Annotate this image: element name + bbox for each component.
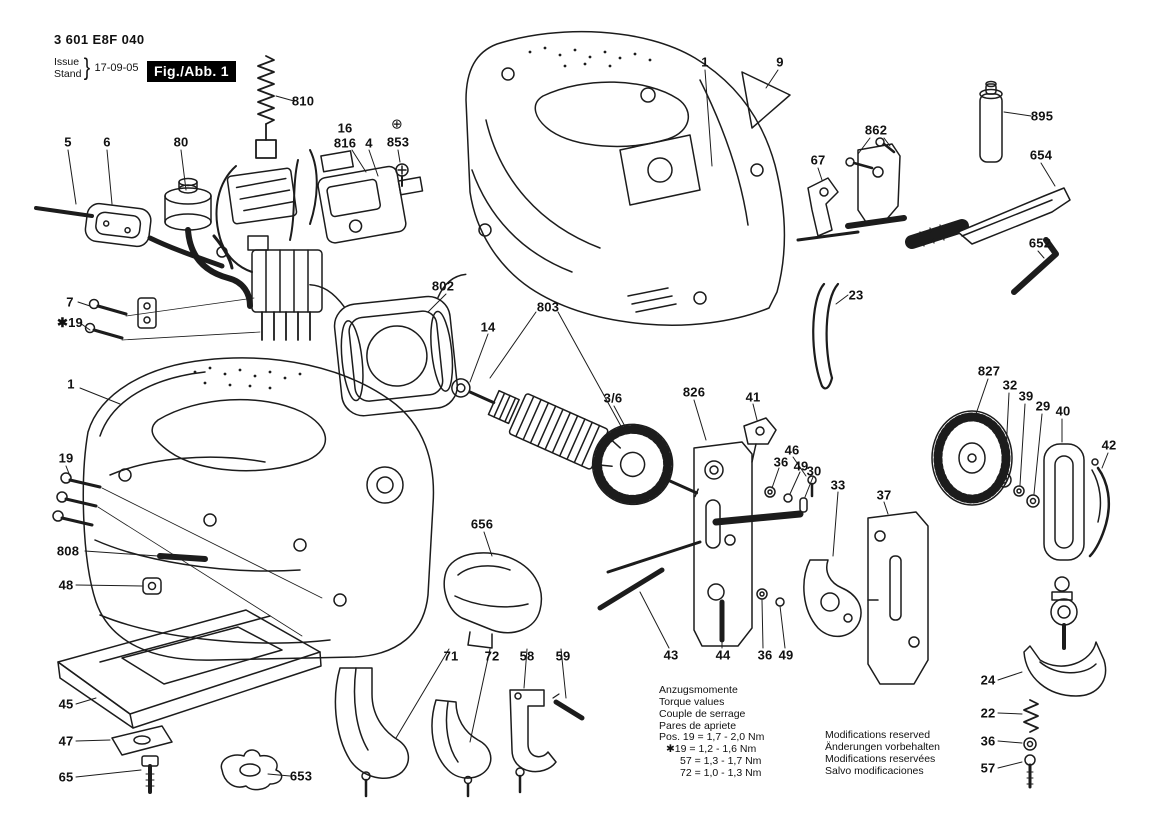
switch-4-816-drawing [317, 150, 424, 244]
knob-653-drawing [220, 749, 283, 791]
bracket-862-drawing [845, 137, 907, 229]
knob-80-drawing [164, 177, 212, 231]
issue-date: 17-09-05 [94, 61, 139, 74]
screw-57-drawing [1024, 754, 1036, 789]
roller-assembly-drawing [1050, 576, 1078, 650]
housing-right-drawing [465, 30, 786, 326]
torque-header-line: Pares de apriete [659, 719, 737, 732]
issue-label: Issue [54, 55, 80, 68]
washer-36-right-drawing [1023, 737, 1037, 751]
electronics-module-drawing [226, 167, 298, 225]
tubes-drawing [147, 227, 253, 309]
spring-22-drawing [1023, 699, 1039, 733]
torque-header-line: Anzugsmomente [659, 684, 738, 696]
lever-67-drawing [796, 177, 860, 242]
tool-654-drawing [905, 187, 1071, 249]
allen-key-652-drawing [1011, 237, 1059, 295]
gear-827-drawing [931, 410, 1013, 506]
spring-810-drawing [255, 55, 277, 159]
grommet-48-drawing [142, 577, 162, 595]
assembly-axis-lines [97, 297, 323, 637]
housing-speckles-right [528, 46, 652, 68]
modifications-line: Salvo modificaciones [825, 764, 924, 777]
rod-5-drawing [34, 206, 94, 218]
plate-47-drawing [111, 725, 173, 756]
washers-pins-826-drawing [597, 475, 817, 643]
torque-header-line: Couple de serrage [659, 707, 746, 720]
ground-screw-853-drawing [395, 163, 409, 187]
grease-tube-895-drawing [979, 80, 1003, 163]
counterweight-33-drawing [803, 559, 862, 638]
brush-holder-drawing [247, 235, 323, 341]
grip-6-drawing [84, 202, 152, 248]
brace-glyph: } [84, 54, 91, 81]
housing-left-drawing [82, 357, 435, 661]
guard-72-drawing [431, 699, 492, 798]
plunger-plate-826-drawing [606, 441, 804, 647]
torque-header-line: Torque values [659, 695, 725, 708]
issue-stand-block: Issue Stand } 17-09-05 [54, 54, 139, 83]
bracket-41-drawing [743, 417, 777, 463]
screws-7-19-drawing [84, 297, 157, 340]
torque-entry: 72 = 1,0 - 1,3 Nm [680, 767, 762, 780]
torque-entry: 57 = 1,3 - 1,7 Nm [680, 755, 762, 768]
washers-32-39-29-drawing [996, 472, 1040, 508]
modifications-line: Modifications reserved [825, 729, 931, 741]
stand-label: Stand [54, 68, 82, 81]
figure-label: Fig./Abb. 1 [147, 61, 236, 82]
modifications-line: Modifications reservées [825, 752, 936, 765]
screws-19-drawing [52, 472, 102, 527]
support-shoe-24-drawing [1023, 641, 1107, 697]
lever-58-drawing [509, 689, 557, 794]
part-number: 3 601 E8F 040 [54, 32, 145, 47]
baseplate-45-drawing [57, 609, 322, 729]
torque-entry: Pos. 19 = 1,7 - 2,0 Nm [659, 731, 765, 744]
torque-entry: ✱19 = 1,2 - 1,6 Nm [666, 743, 757, 756]
armature-803-drawing [451, 378, 699, 506]
housing-speckles-left [193, 366, 302, 390]
pin-59-drawing [552, 693, 585, 721]
cables-drawing [215, 149, 318, 273]
clip-42-drawing [1088, 458, 1110, 558]
blade-triangle-drawing [741, 71, 791, 129]
guard-71-drawing [334, 667, 410, 798]
stirrup-40-drawing [1043, 443, 1085, 561]
leader-lines [65, 69, 1109, 778]
cover-656-drawing [443, 552, 543, 649]
stator-802-drawing [309, 273, 467, 417]
screw-65-drawing [141, 755, 159, 794]
wire-23-drawing [812, 282, 840, 390]
plate-37-drawing [867, 511, 929, 685]
modifications-line: Änderungen vorbehalten [825, 740, 941, 753]
